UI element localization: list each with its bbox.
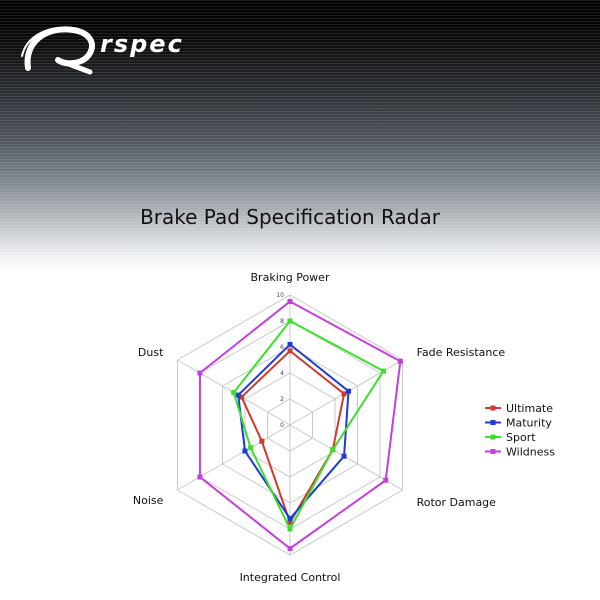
series-point-maturity-5 — [235, 392, 241, 398]
series-point-wildness-1 — [397, 358, 403, 364]
legend-swatch-marker-0 — [490, 405, 496, 411]
axis-label-2: Rotor Damage — [417, 496, 497, 509]
series-point-maturity-3 — [287, 516, 293, 522]
series-point-sport-4 — [248, 445, 254, 451]
tick-label-0: 0 — [280, 422, 284, 429]
legend-swatch-marker-1 — [490, 420, 496, 425]
tick-label-5: 10 — [276, 292, 284, 299]
series-point-maturity-0 — [287, 341, 293, 347]
legend-swatch-marker-2 — [490, 434, 496, 440]
series-point-sport-1 — [380, 368, 386, 374]
series-point-maturity-4 — [242, 448, 248, 454]
series-point-wildness-2 — [383, 477, 389, 483]
series-point-sport-3 — [287, 526, 293, 532]
brand-name: rspec — [100, 30, 184, 58]
radar-series — [197, 299, 403, 551]
series-point-ultimate-0 — [287, 348, 293, 354]
grid-spoke-4 — [177, 424, 291, 491]
axis-label-3: Integrated Control — [240, 571, 341, 584]
series-point-maturity-2 — [341, 453, 347, 459]
series-point-ultimate-1 — [341, 391, 347, 397]
axis-label-1: Fade Resistance — [417, 346, 506, 359]
radar-ticks: 0 2 4 6 8 10 — [276, 292, 284, 429]
axis-label-5: Dust — [138, 346, 164, 359]
axis-label-4: Noise — [133, 494, 164, 507]
legend-label-1: Maturity — [506, 417, 552, 430]
series-point-wildness-5 — [197, 370, 203, 376]
legend-label-3: Wildness — [506, 446, 555, 459]
legend-label-2: Sport — [506, 431, 536, 444]
axis-label-0: Braking Power — [251, 271, 330, 284]
tick-label-2: 4 — [280, 370, 284, 377]
rspec-swoosh-icon — [21, 26, 95, 75]
series-point-ultimate-5 — [239, 394, 245, 400]
series-point-maturity-1 — [346, 388, 352, 394]
legend-label-0: Ultimate — [506, 402, 553, 415]
series-line-maturity — [237, 343, 350, 521]
series-point-sport-5 — [231, 390, 237, 395]
tick-label-4: 8 — [280, 318, 284, 325]
series-point-ultimate-4 — [259, 438, 265, 444]
tick-label-1: 2 — [280, 396, 284, 403]
chart-title: Brake Pad Specification Radar — [140, 205, 440, 229]
legend-swatch-marker-3 — [490, 449, 496, 454]
tick-label-3: 6 — [280, 344, 284, 351]
series-point-sport-2 — [330, 447, 336, 453]
series-point-wildness-3 — [287, 546, 293, 551]
radar-grid — [176, 294, 404, 556]
series-point-ultimate-3 — [287, 520, 293, 525]
series-point-wildness-4 — [197, 474, 203, 480]
series-point-wildness-0 — [287, 299, 293, 304]
series-point-sport-0 — [287, 318, 293, 324]
